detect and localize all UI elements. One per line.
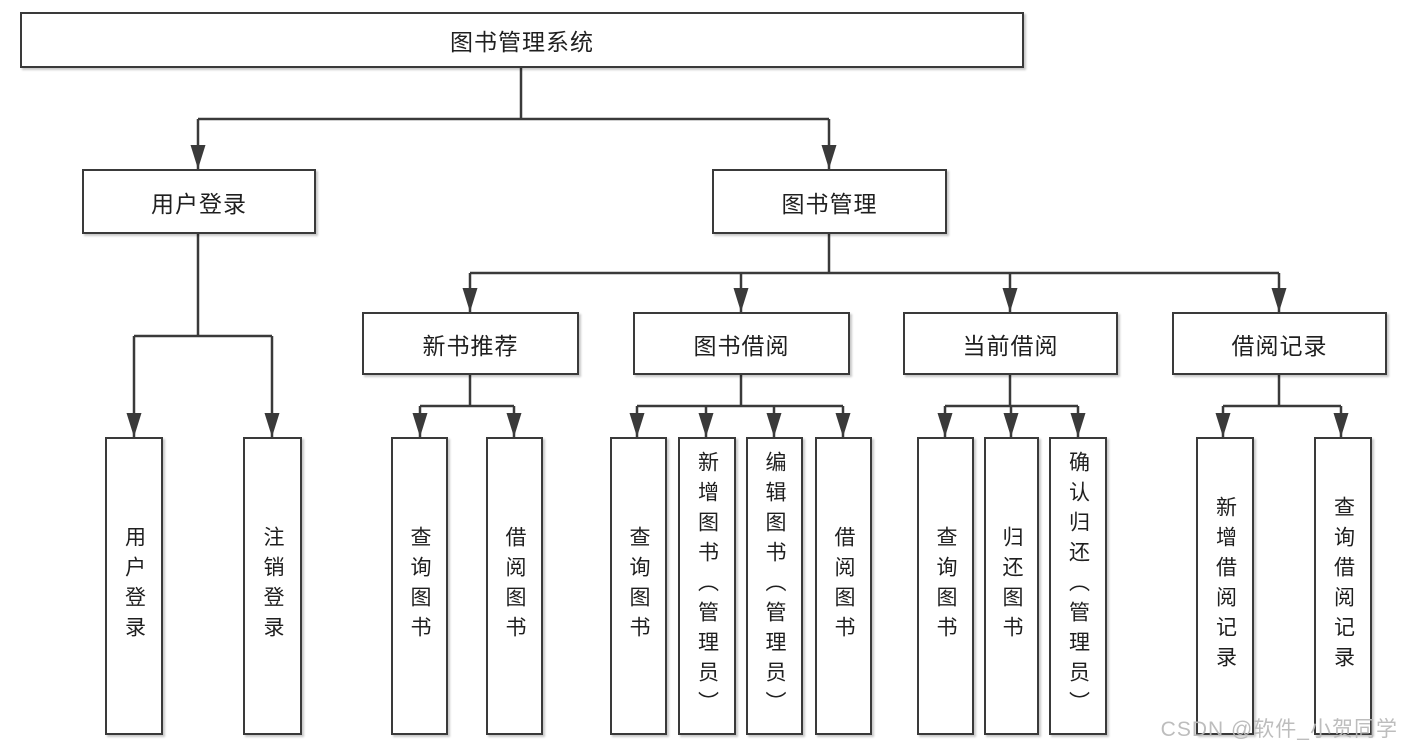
node-label: 用户登录 [151, 190, 247, 217]
node-label: 借阅记录 [1231, 332, 1328, 359]
node-user-login: 用户登录 [82, 169, 316, 234]
node-label: 借阅图书 [503, 526, 526, 646]
node-label: 查询图书 [934, 526, 957, 646]
leaf-user-login: 用户登录 [105, 437, 163, 735]
node-label: 新增图书（管理员） [695, 451, 719, 721]
node-new-book-recommend: 新书推荐 [362, 312, 579, 375]
node-label: 查询借阅记录 [1331, 496, 1355, 676]
node-label: 新书推荐 [422, 332, 519, 359]
node-label: 确认归还（管理员） [1066, 451, 1090, 721]
leaf-query-books-recommend: 查询图书 [391, 437, 448, 735]
leaf-borrow-books-recommend: 借阅图书 [486, 437, 543, 735]
csdn-watermark: CSDN @软件_小贺同学 [1160, 718, 1398, 741]
node-root-library-management-system: 图书管理系统 [20, 12, 1024, 68]
node-label: 编辑图书（管理员） [763, 451, 786, 721]
node-current-borrow: 当前借阅 [903, 312, 1118, 375]
leaf-query-borrow-record: 查询借阅记录 [1314, 437, 1372, 735]
node-label: 注销登录 [261, 526, 284, 646]
leaf-query-books-current: 查询图书 [917, 437, 974, 735]
node-label: 当前借阅 [962, 332, 1059, 359]
node-book-management: 图书管理 [712, 169, 947, 234]
node-label: 归还图书 [1000, 526, 1023, 646]
node-label: 图书借阅 [693, 332, 790, 359]
node-label: 查询图书 [627, 526, 650, 646]
leaf-confirm-return-admin: 确认归还（管理员） [1049, 437, 1107, 735]
node-book-borrow: 图书借阅 [633, 312, 850, 375]
leaf-return-books: 归还图书 [984, 437, 1039, 735]
leaf-add-books-admin: 新增图书（管理员） [678, 437, 736, 735]
node-label: 图书管理 [781, 190, 878, 217]
node-borrow-record: 借阅记录 [1172, 312, 1387, 375]
node-label: 查询图书 [408, 526, 431, 646]
leaf-add-borrow-record: 新增借阅记录 [1196, 437, 1254, 735]
node-label: 图书管理系统 [450, 29, 594, 55]
node-label: 借阅图书 [832, 526, 855, 646]
leaf-edit-books-admin: 编辑图书（管理员） [746, 437, 803, 735]
node-label: 新增借阅记录 [1213, 496, 1237, 676]
node-label: 用户登录 [122, 526, 146, 646]
leaf-borrow-books: 借阅图书 [815, 437, 872, 735]
leaf-query-books: 查询图书 [610, 437, 667, 735]
leaf-logout: 注销登录 [243, 437, 302, 735]
